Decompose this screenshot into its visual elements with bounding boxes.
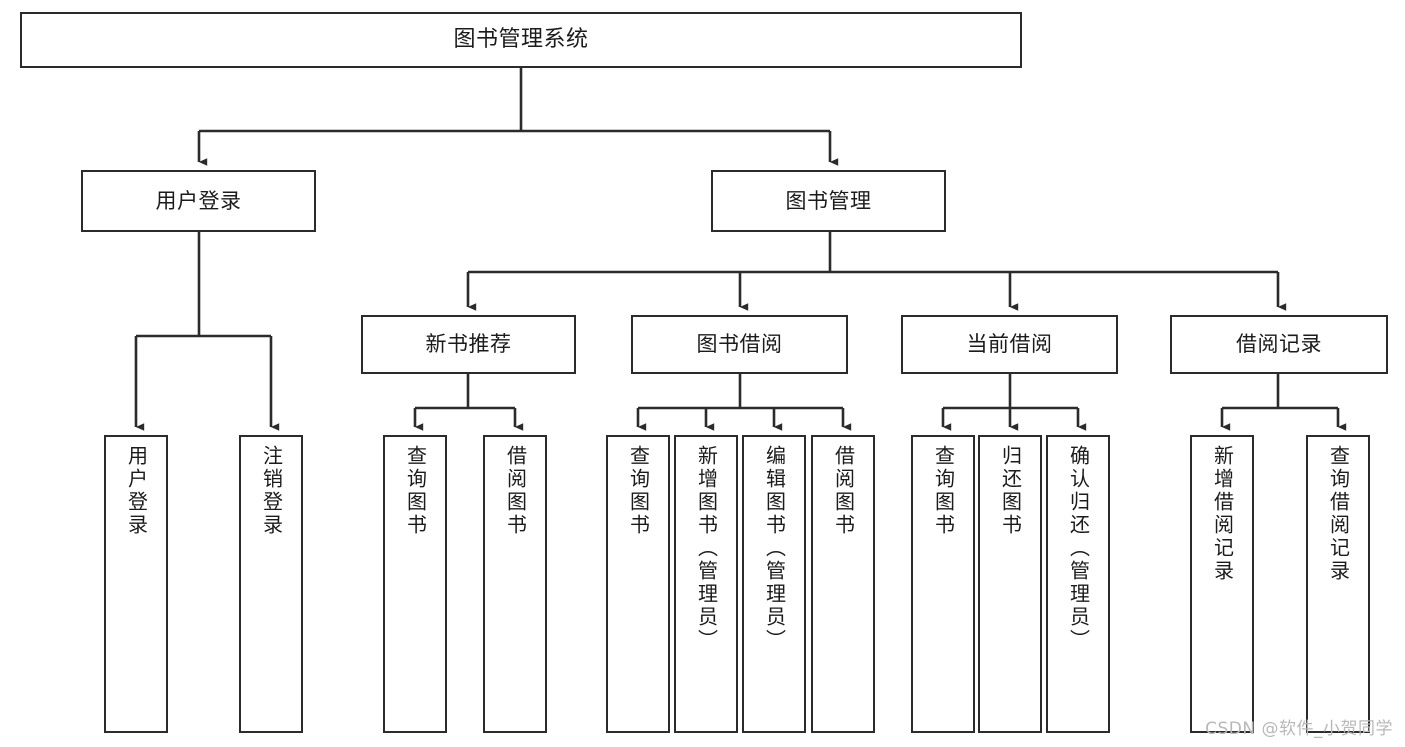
leaf-borrow-book-1-label: 借阅图书	[503, 445, 528, 537]
leaf-confirm-return-label: 确认归还（管理员）	[1066, 445, 1091, 652]
leaf-logout-login[interactable]: 注销登录	[239, 435, 303, 733]
leaf-user-login[interactable]: 用户登录	[104, 435, 168, 733]
leaf-query-record[interactable]: 查询借阅记录	[1306, 435, 1370, 733]
leaf-query-book-2-label: 查询图书	[626, 445, 651, 537]
leaf-query-book-1[interactable]: 查询图书	[383, 435, 447, 733]
leaf-return-book[interactable]: 归还图书	[978, 435, 1042, 733]
leaf-logout-login-label: 注销登录	[259, 445, 284, 537]
node-book-borrow[interactable]: 图书借阅	[631, 315, 848, 374]
node-user-login[interactable]: 用户登录	[81, 170, 316, 232]
leaf-query-book-2[interactable]: 查询图书	[606, 435, 670, 733]
leaf-query-record-label: 查询借阅记录	[1326, 445, 1351, 583]
leaf-add-record[interactable]: 新增借阅记录	[1190, 435, 1254, 733]
node-root-label: 图书管理系统	[453, 27, 589, 53]
node-current-borrow-label: 当前借阅	[966, 332, 1053, 357]
leaf-user-login-label: 用户登录	[124, 445, 149, 537]
node-book-manage-label: 图书管理	[785, 188, 872, 213]
node-root[interactable]: 图书管理系统	[20, 12, 1022, 68]
node-user-login-label: 用户登录	[155, 188, 242, 213]
leaf-edit-book-label: 编辑图书（管理员）	[762, 445, 787, 652]
watermark-text: CSDN @软件_小贺同学	[1205, 719, 1393, 739]
leaf-borrow-book-1[interactable]: 借阅图书	[483, 435, 547, 733]
leaf-borrow-book-2[interactable]: 借阅图书	[811, 435, 875, 733]
leaf-borrow-book-2-label: 借阅图书	[831, 445, 856, 537]
leaf-edit-book[interactable]: 编辑图书（管理员）	[742, 435, 806, 733]
leaf-query-book-1-label: 查询图书	[403, 445, 428, 537]
leaf-add-record-label: 新增借阅记录	[1210, 445, 1235, 583]
leaf-return-book-label: 归还图书	[998, 445, 1023, 537]
node-new-book-rec-label: 新书推荐	[425, 332, 512, 357]
node-current-borrow[interactable]: 当前借阅	[901, 315, 1118, 374]
leaf-add-book-label: 新增图书（管理员）	[694, 445, 719, 652]
leaf-query-book-3-label: 查询图书	[931, 445, 956, 537]
leaf-query-book-3[interactable]: 查询图书	[911, 435, 975, 733]
node-new-book-rec[interactable]: 新书推荐	[361, 315, 576, 374]
node-book-manage[interactable]: 图书管理	[711, 170, 946, 232]
node-borrow-record-label: 借阅记录	[1236, 332, 1322, 357]
leaf-add-book[interactable]: 新增图书（管理员）	[674, 435, 738, 733]
leaf-confirm-return[interactable]: 确认归还（管理员）	[1046, 435, 1110, 733]
node-borrow-record[interactable]: 借阅记录	[1170, 315, 1388, 374]
node-book-borrow-label: 图书借阅	[696, 332, 783, 357]
